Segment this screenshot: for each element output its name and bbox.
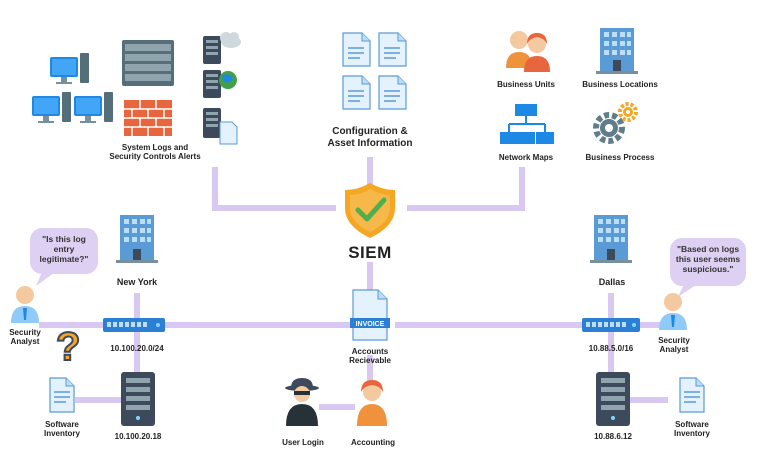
dallas-label: Dallas [598,277,626,287]
building-icon [116,215,158,263]
new-york-label: New York [116,277,158,287]
business-process-label: Business Process [585,153,655,162]
connector-business [407,167,525,211]
business-locations-label: Business Locations [582,80,658,89]
security-analyst-icon [11,286,39,323]
document-icon [49,377,75,413]
dallas-server-ip: 10.88.6.12 [594,432,632,441]
document-icon [342,32,371,67]
invoice-tag: INVOICE [356,321,385,328]
gear-icon [593,102,638,144]
document-icon [378,32,407,67]
server-rack-icon [122,40,174,86]
globe-server-icon [203,70,237,98]
configuration-label: Configuration & Asset Information [327,126,413,149]
computer-icon [32,92,71,123]
left-bubble-text: "Is this log entry legitimate?" [39,234,89,265]
spy-user-icon [285,378,319,426]
accounts-receivable-label: Accounts Recievable [349,347,391,366]
server-icon [121,372,155,426]
building-icon [590,215,632,263]
speech-bubble-right [670,238,746,297]
document-server-icon [203,108,238,145]
left-inventory-label: Software Inventory [43,420,80,439]
left-analyst-label: Security Analyst [9,328,41,347]
svg-text:?: ? [56,325,80,369]
system-logs-label: System Logs and Security Controls Alerts [109,143,201,162]
document-icon [342,75,371,110]
business-units-icon [506,31,550,72]
cloud-server-icon [203,32,241,64]
siem-title: SIEM [348,243,392,262]
network-switch-icon [582,318,640,332]
computer-icon [50,53,89,84]
right-bubble-text: "Based on logs this user seems suspiciou… [675,244,741,275]
security-analyst-icon [659,293,687,330]
dallas-subnet: 10.88.5.0/16 [588,344,634,353]
document-icon [378,75,407,110]
question-mark-icon: ? [55,324,81,370]
invoice-icon: INVOICE [350,289,390,341]
building-icon [596,28,638,74]
network-map-icon [500,104,554,144]
server-icon [596,372,630,426]
connectors [39,157,668,410]
network-maps-label: Network Maps [498,153,554,162]
network-switch-icon [103,318,165,332]
new-york-server-ip: 10.100.20.18 [114,432,162,441]
accounting-label: Accounting [351,438,395,447]
right-analyst-label: Security Analyst [658,336,690,355]
new-york-subnet: 10.100.20.0/24 [110,344,164,353]
connector-logs [212,167,336,211]
shield-icon [345,183,395,238]
computer-icon [74,92,113,123]
business-units-label: Business Units [497,80,555,89]
right-inventory-label: Software Inventory [673,420,710,439]
document-icon [679,377,705,413]
accountant-icon [357,380,387,426]
speech-bubble-left [30,228,98,286]
firewall-icon [124,100,172,136]
user-login-label: User Login [282,438,324,447]
